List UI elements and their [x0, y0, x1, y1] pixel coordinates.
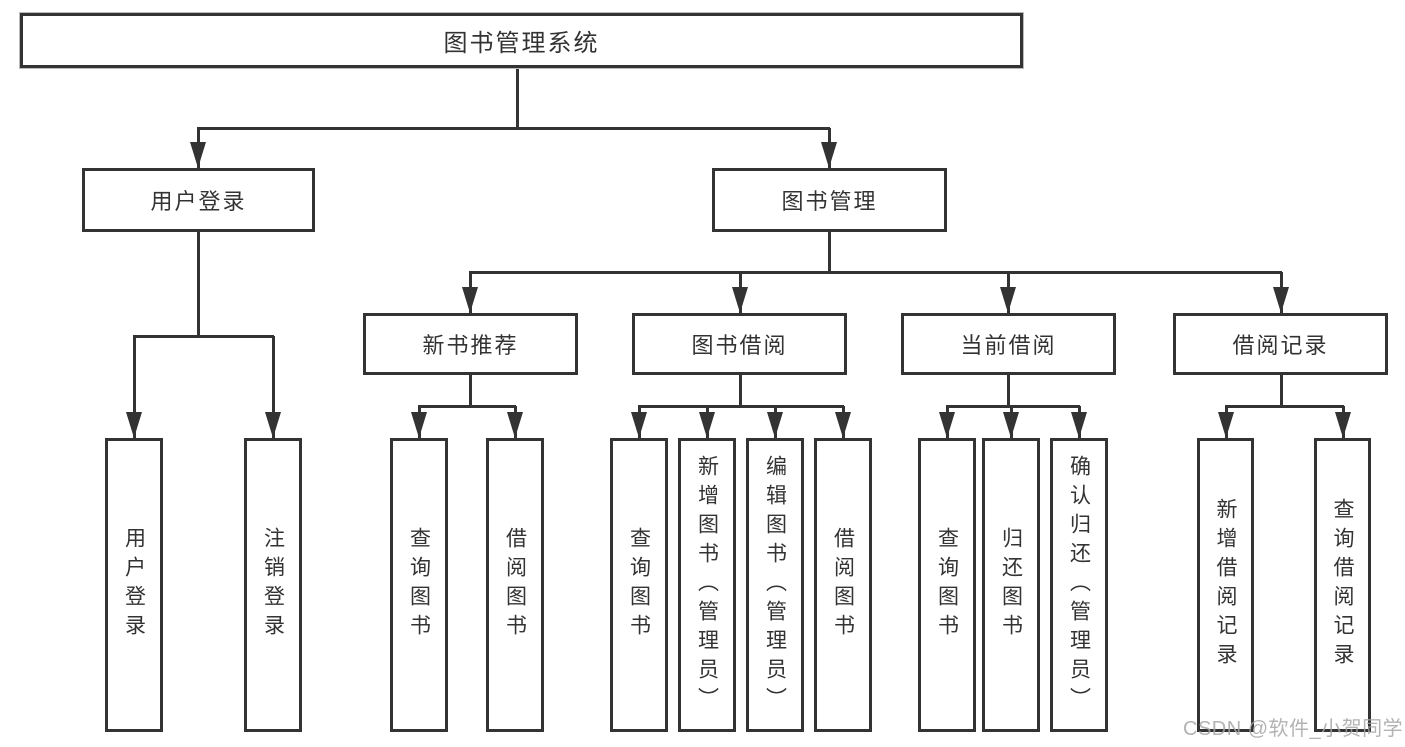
- leaf-borrow-book: 借阅图书: [814, 438, 872, 732]
- connector-line: [739, 375, 742, 406]
- arrowhead-down-icon: [939, 412, 955, 438]
- node-root-library-system: 图书管理系统: [20, 13, 1023, 68]
- leaf-return-book: 归还图书: [982, 438, 1040, 732]
- leaf-borrow-book-recommend: 借阅图书: [486, 438, 544, 732]
- leaf-query-book-current: 查询图书: [918, 438, 976, 732]
- leaf-add-borrow-record: 新增借阅记录: [1197, 438, 1254, 732]
- connector-line: [638, 405, 844, 408]
- node-user-login: 用户登录: [82, 168, 315, 232]
- arrowhead-down-icon: [767, 412, 783, 438]
- arrowhead-down-icon: [126, 412, 142, 438]
- arrowhead-down-icon: [699, 412, 715, 438]
- leaf-query-borrow-record: 查询借阅记录: [1314, 438, 1371, 732]
- connector-line: [1225, 405, 1344, 408]
- leaf-add-book-admin: 新增图书（管理员）: [678, 438, 736, 732]
- node-borrow-records: 借阅记录: [1173, 313, 1388, 375]
- arrowhead-down-icon: [1335, 412, 1351, 438]
- node-new-book-recommend: 新书推荐: [363, 313, 578, 375]
- connector-line: [516, 68, 519, 128]
- arrowhead-down-icon: [631, 412, 647, 438]
- connector-line: [828, 232, 831, 272]
- csdn-watermark: CSDN @软件_小贺同学: [1183, 718, 1404, 740]
- arrowhead-down-icon: [507, 412, 523, 438]
- arrowhead-down-icon: [1000, 287, 1016, 313]
- connector-line: [197, 232, 200, 336]
- leaf-user-login: 用户登录: [105, 438, 163, 732]
- leaf-confirm-return-admin: 确认归还（管理员）: [1050, 438, 1108, 732]
- connector-line: [133, 335, 274, 338]
- node-book-borrow: 图书借阅: [632, 313, 847, 375]
- connector-line: [272, 336, 275, 438]
- arrowhead-down-icon: [1218, 412, 1234, 438]
- arrowhead-down-icon: [411, 412, 427, 438]
- node-current-borrow: 当前借阅: [901, 313, 1116, 375]
- connector-line: [469, 375, 472, 406]
- arrowhead-down-icon: [462, 287, 478, 313]
- leaf-logout: 注销登录: [244, 438, 302, 732]
- connector-line: [1280, 375, 1283, 406]
- connector-line: [133, 336, 136, 438]
- connector-line: [418, 405, 516, 408]
- connector-line: [946, 405, 1080, 408]
- arrowhead-down-icon: [732, 287, 748, 313]
- connector-line: [1007, 375, 1010, 406]
- node-book-management: 图书管理: [712, 168, 947, 232]
- arrowhead-down-icon: [190, 142, 206, 168]
- leaf-query-book-borrow: 查询图书: [610, 438, 668, 732]
- connector-line: [469, 271, 1282, 274]
- connector-line: [197, 127, 830, 130]
- arrowhead-down-icon: [1273, 287, 1289, 313]
- arrowhead-down-icon: [1003, 412, 1019, 438]
- leaf-query-book-recommend: 查询图书: [390, 438, 448, 732]
- arrowhead-down-icon: [1071, 412, 1087, 438]
- arrowhead-down-icon: [265, 412, 281, 438]
- arrowhead-down-icon: [835, 412, 851, 438]
- arrowhead-down-icon: [821, 142, 837, 168]
- leaf-edit-book-admin: 编辑图书（管理员）: [746, 438, 804, 732]
